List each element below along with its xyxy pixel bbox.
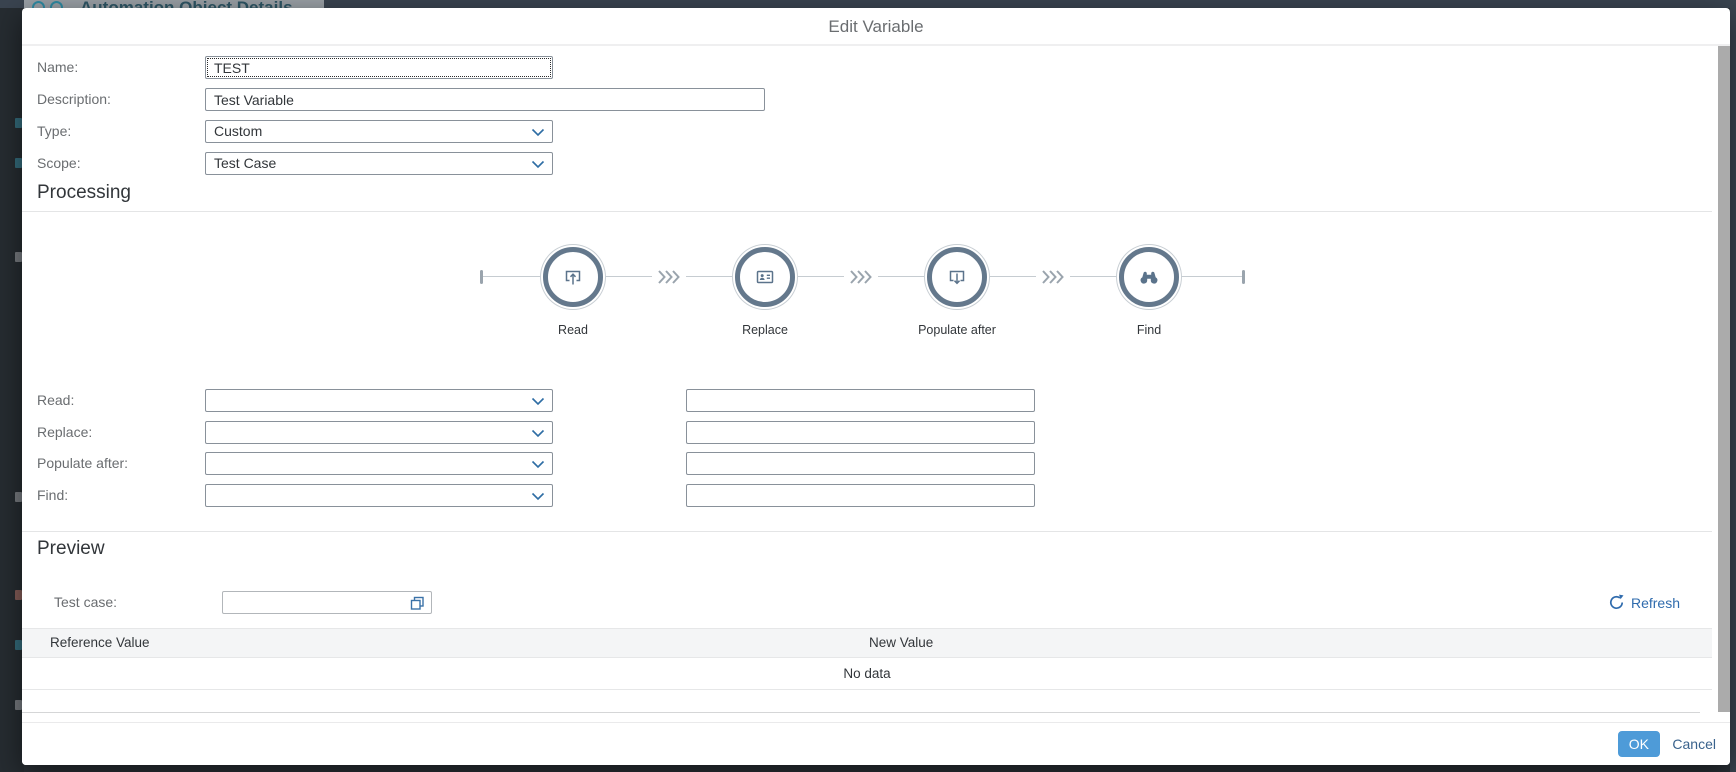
flow-step-find-label: Find [1136,323,1162,337]
dialog-title: Edit Variable [828,17,924,36]
preview-table-header: Reference Value New Value [22,628,1712,658]
background-fragment [15,158,22,168]
replace-label: Replace: [37,424,93,440]
background-fragment [15,492,22,502]
background-fragment [15,590,22,600]
upload-icon [565,270,581,285]
refresh-button[interactable]: Refresh [1608,591,1680,614]
flow-step-replace-label: Replace [742,323,788,337]
edit-variable-dialog: Edit Variable Name: Description: Type: C… [22,8,1730,765]
find-label: Find: [37,487,69,503]
section-divider [22,211,1712,212]
background-page-header: Automation Object Details [24,0,324,8]
test-case-input[interactable] [222,591,432,614]
id-card-icon [756,270,774,284]
populate-after-label: Populate after: [37,455,129,471]
find-select[interactable] [205,484,553,507]
background-page-title: Automation Object Details [80,0,293,8]
background-right-edge [1730,0,1736,772]
background-fragment [15,700,22,710]
triple-chevron-icon [652,267,686,287]
background-left-edge [0,8,24,772]
scope-select-value: Test Case [214,155,277,171]
description-label: Description: [37,91,111,107]
dialog-title-separator [22,44,1730,46]
chevron-down-icon [531,128,545,137]
ok-button[interactable]: OK [1617,731,1660,757]
processing-heading: Processing [37,182,131,203]
replace-input[interactable] [686,421,1035,444]
content-bottom-divider [22,712,1700,713]
dialog-scrollbar[interactable] [1718,46,1730,712]
triple-chevron-icon [1036,267,1070,287]
background-fragment [15,118,22,128]
populate-after-select[interactable] [205,452,553,475]
flow-step-populate-after[interactable] [927,247,987,307]
read-select[interactable] [205,389,553,412]
flow-step-find[interactable] [1119,247,1179,307]
chevron-down-icon [531,397,545,406]
read-input[interactable] [686,389,1035,412]
section-divider [22,531,1712,532]
replace-select[interactable] [205,421,553,444]
type-select[interactable]: Custom [205,120,553,143]
refresh-icon [1609,594,1624,609]
flow-step-replace[interactable] [735,247,795,307]
background-fragment [15,640,22,650]
read-label: Read: [37,392,75,408]
cancel-button[interactable]: Cancel [1670,731,1718,757]
type-label: Type: [37,123,72,139]
chevron-down-icon [531,460,545,469]
name-input[interactable] [205,56,553,79]
flow-step-read-label: Read [558,323,588,337]
refresh-label: Refresh [1630,594,1680,611]
description-input[interactable] [205,88,765,111]
app-logo-icon [50,1,63,8]
background-shell-bar [0,0,1736,8]
dialog-footer: OK Cancel [22,722,1730,765]
triple-chevron-icon [844,267,878,287]
back-arrow-icon [32,1,45,8]
scope-label: Scope: [37,155,81,171]
flow-start-cap [480,270,483,284]
background-fragment [15,252,22,262]
name-label: Name: [37,59,79,75]
preview-heading: Preview [37,538,105,559]
chevron-down-icon [531,160,545,169]
no-data-row: No data [22,658,1712,690]
column-header-reference-value: Reference Value [50,635,150,650]
flow-step-populate-after-label: Populate after [918,323,996,337]
binoculars-icon [1140,271,1158,284]
type-select-value: Custom [214,123,263,139]
populate-after-input[interactable] [686,452,1035,475]
test-case-label: Test case: [54,594,118,610]
download-icon [949,270,965,285]
flow-end-cap [1242,270,1245,284]
value-help-icon[interactable] [410,596,425,611]
find-input[interactable] [686,484,1035,507]
chevron-down-icon [531,492,545,501]
scope-select[interactable]: Test Case [205,152,553,175]
chevron-down-icon [531,429,545,438]
column-header-new-value: New Value [869,635,934,650]
flow-step-read[interactable] [543,247,603,307]
